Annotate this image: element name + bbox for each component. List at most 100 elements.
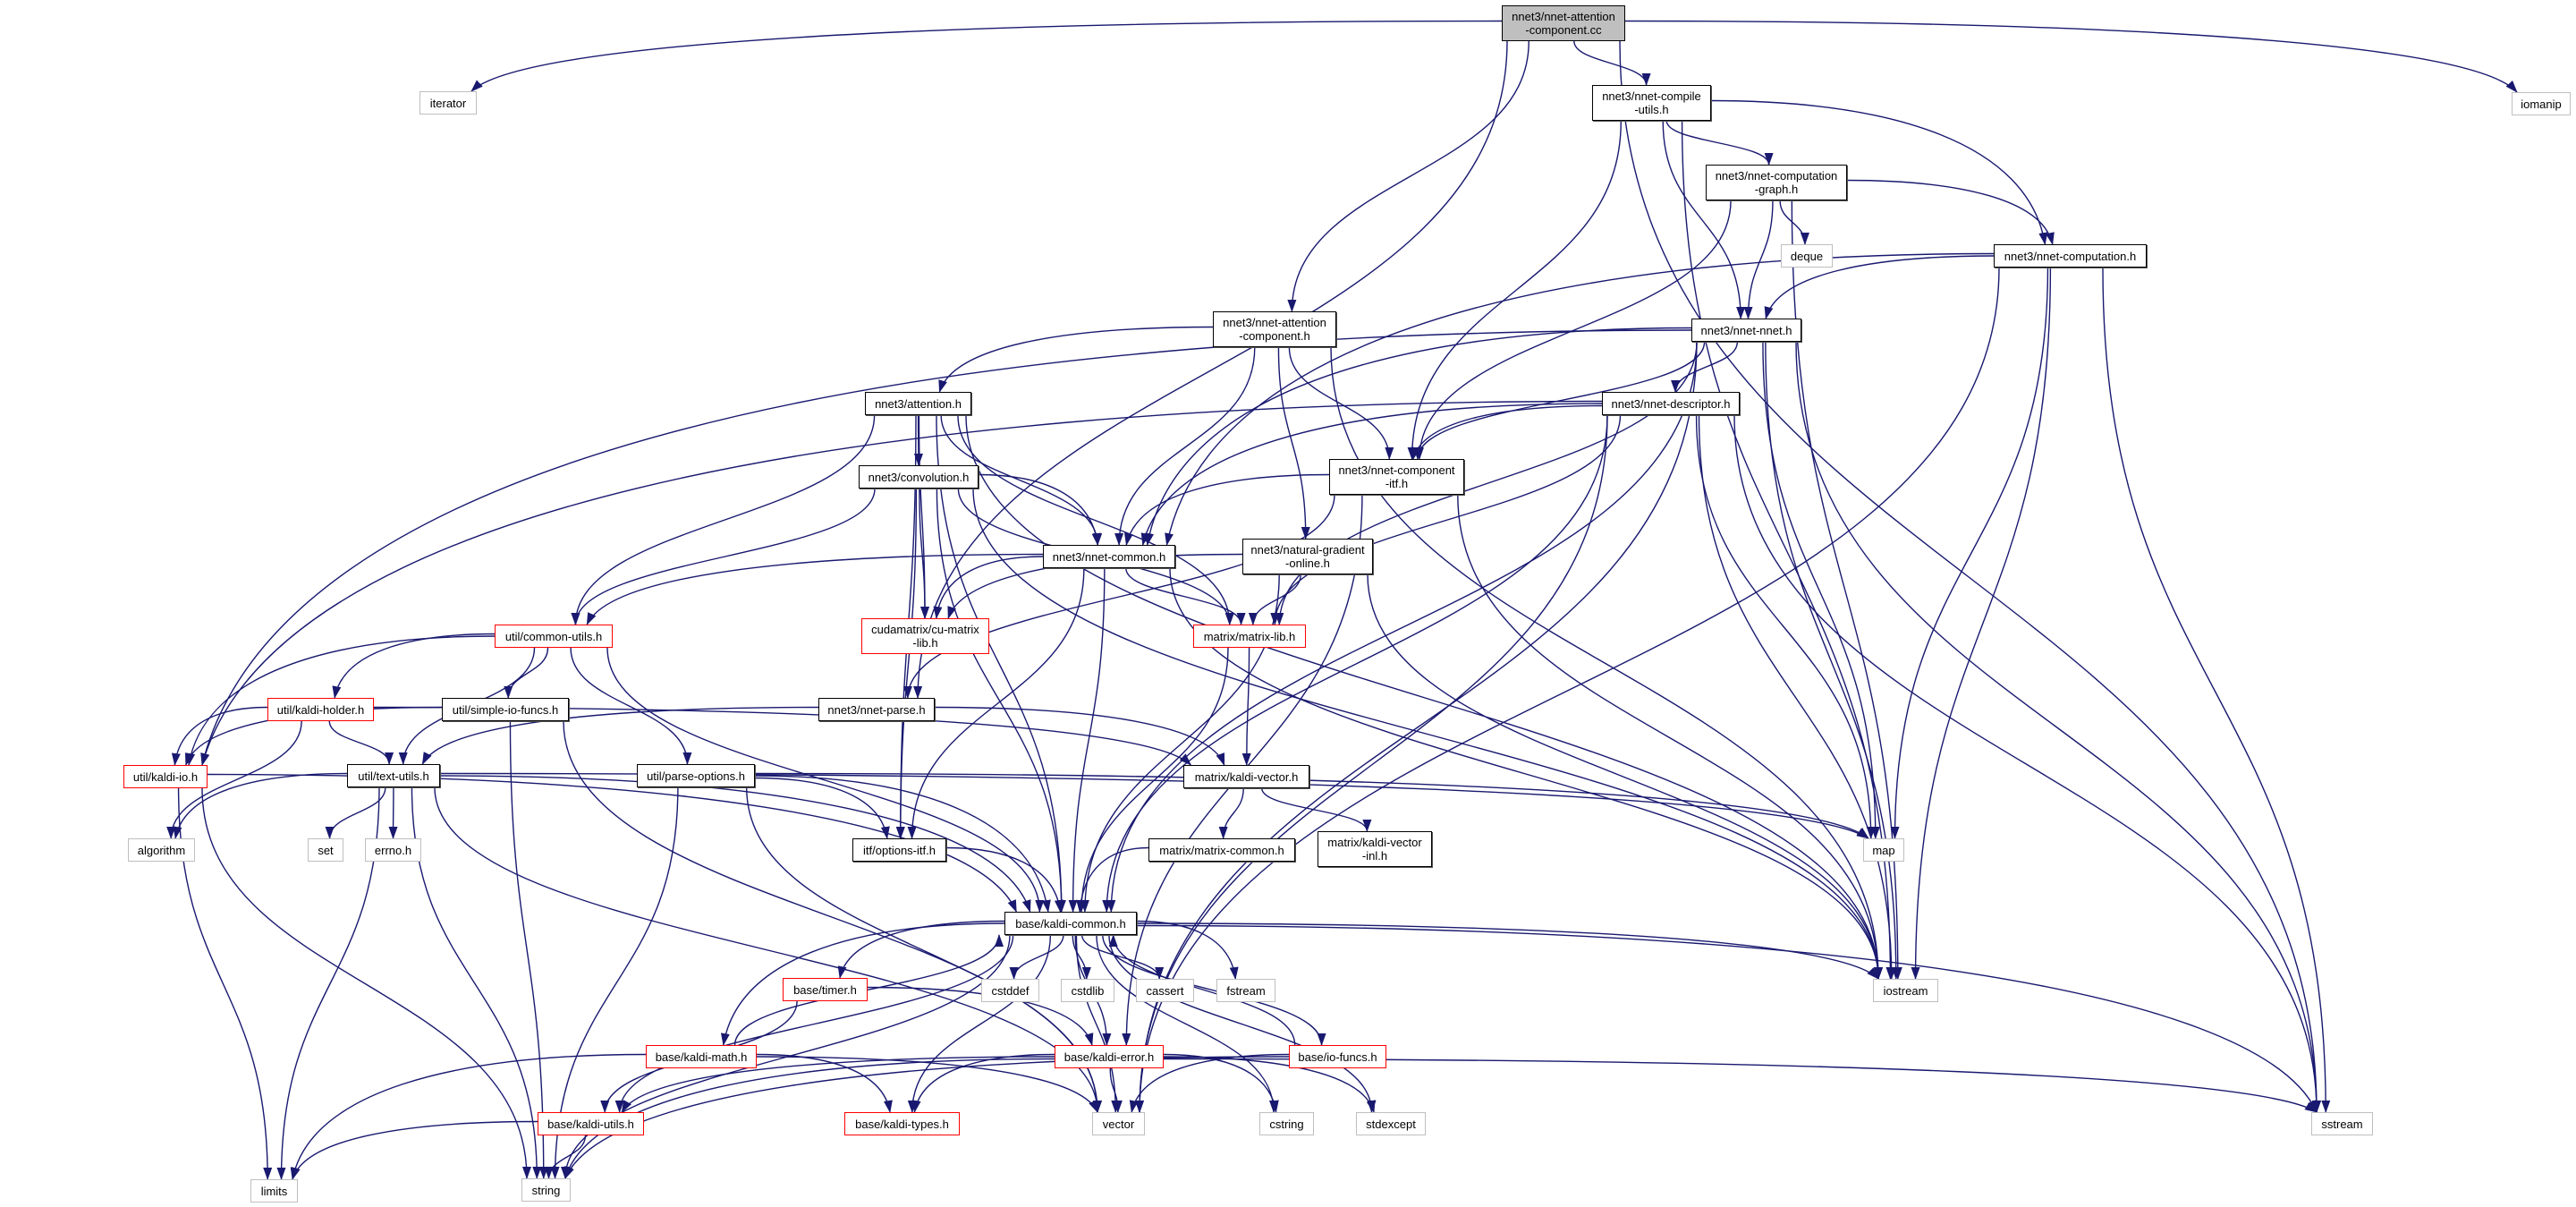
node-label: nnet3/nnet-nnet.h — [1700, 323, 1792, 337]
node-kaldi-vector-inl-h[interactable]: matrix/kaldi-vector -inl.h — [1318, 831, 1432, 867]
node-stdexcept: stdexcept — [1356, 1112, 1426, 1135]
node-label: base/kaldi-common.h — [1015, 916, 1126, 931]
edge-text_utils-to-map — [439, 772, 1869, 839]
node-nnet-component-itf-h[interactable]: nnet3/nnet-component -itf.h — [1329, 459, 1464, 495]
node-nnet-compile-utils-h[interactable]: nnet3/nnet-compile -utils.h — [1592, 85, 1711, 121]
node-matrix-lib-h[interactable]: matrix/matrix-lib.h — [1193, 625, 1306, 648]
node-iomanip: iomanip — [2512, 92, 2571, 115]
edge-attention-to-nnet_common — [940, 414, 1103, 546]
node-kaldi-io-h[interactable]: util/kaldi-io.h — [123, 765, 208, 788]
edge-kaldi_common-to-iostream — [1136, 922, 1879, 980]
edge-kaldi_common-to-fstream — [1136, 920, 1239, 980]
node-cstring: cstring — [1259, 1112, 1314, 1135]
node-label: base/kaldi-utils.h — [547, 1117, 634, 1131]
edge-descriptor-to-component_itf — [1411, 404, 1603, 460]
node-label: base/kaldi-types.h — [855, 1117, 949, 1131]
node-cu-matrix-lib-h[interactable]: cudamatrix/cu-matrix -lib.h — [861, 618, 989, 654]
node-nnet-computation-graph-h[interactable]: nnet3/nnet-computation -graph.h — [1706, 165, 1847, 200]
edge-kaldi_vector-to-matrix_common — [1218, 787, 1244, 839]
node-kaldi-math-h[interactable]: base/kaldi-math.h — [646, 1045, 757, 1068]
node-options-itf-h[interactable]: itf/options-itf.h — [852, 838, 946, 862]
edge-descriptor-to-nnet_common — [1140, 403, 1603, 546]
node-label: stdexcept — [1366, 1117, 1416, 1131]
edge-nnet_common-to-matrix_lib — [1125, 567, 1246, 625]
edge-simple_io-to-kaldi_io — [184, 706, 443, 766]
edge-kaldi_holder-to-text_utils — [328, 720, 394, 765]
edge-attn_comp_h-to-component_itf — [1288, 346, 1394, 460]
edge-text_utils-to-algorithm — [173, 772, 348, 839]
edge-kaldi_error-to-sstream — [1163, 1058, 2318, 1113]
edge-text_utils-to-vector — [434, 786, 1102, 1113]
edge-parse_options-to-kaldi_common — [754, 775, 1051, 913]
node-label: cudamatrix/cu-matrix -lib.h — [871, 623, 979, 650]
edge-root-to-nnet_parse — [913, 40, 1508, 699]
node-label: limits — [260, 1184, 288, 1198]
node-kaldi-common-h[interactable]: base/kaldi-common.h — [1004, 912, 1137, 935]
node-kaldi-holder-h[interactable]: util/kaldi-holder.h — [267, 698, 374, 721]
node-nnet-descriptor-h[interactable]: nnet3/nnet-descriptor.h — [1602, 392, 1740, 415]
node-kaldi-utils-h[interactable]: base/kaldi-utils.h — [538, 1112, 644, 1135]
node-label: string — [531, 1183, 561, 1197]
node-kaldi-error-h[interactable]: base/kaldi-error.h — [1055, 1045, 1164, 1068]
node-label: util/simple-io-funcs.h — [452, 702, 559, 717]
edge-convolution-to-iostream — [972, 488, 1883, 980]
edge-root-to-iomanip — [1624, 20, 2518, 93]
edge-comp_graph-to-computation — [1846, 179, 2055, 245]
edge-nnet_nnet-to-vector — [1135, 341, 1698, 1113]
edge-kaldi_math-to-kaldi_types — [756, 1053, 893, 1113]
edge-kaldi_common-to-vector — [1075, 934, 1121, 1113]
edge-nnet_nnet-to-nnet_common — [1145, 327, 1692, 546]
node-kaldi-vector-h[interactable]: matrix/kaldi-vector.h — [1183, 765, 1309, 788]
edge-kaldi_common-to-cstring — [1096, 934, 1278, 1113]
node-iostream: iostream — [1873, 979, 1938, 1002]
node-nnet-computation-h[interactable]: nnet3/nnet-computation.h — [1994, 244, 2147, 268]
edge-descriptor-to-sstream — [1733, 414, 2321, 1113]
edge-nnet_parse-to-kaldi_vector — [934, 706, 1225, 766]
edge-descriptor-to-kaldi_common — [1102, 414, 1608, 913]
edge-common_utils-to-simple_io — [504, 647, 549, 699]
edge-compile_utils-to-iostream — [1681, 120, 1895, 980]
edge-kaldi_math-to-limits — [290, 1053, 647, 1180]
edge-convolution-to-nnet_common — [978, 473, 1101, 546]
node-parse-options-h[interactable]: util/parse-options.h — [637, 764, 755, 787]
edge-kaldi_error-to-kaldi_utils — [621, 1056, 1055, 1113]
edge-parse_options-to-map — [754, 772, 1869, 839]
node-convolution-h[interactable]: nnet3/convolution.h — [859, 465, 979, 489]
node-natural-gradient-online-h[interactable]: nnet3/natural-gradient -online.h — [1242, 539, 1373, 574]
node-label: util/text-utils.h — [358, 769, 429, 783]
node-simple-io-funcs-h[interactable]: util/simple-io-funcs.h — [442, 698, 569, 721]
edge-options_itf-to-kaldi_common — [945, 846, 1063, 913]
node-nnet-common-h[interactable]: nnet3/nnet-common.h — [1043, 545, 1175, 568]
node-algorithm: algorithm — [128, 838, 195, 862]
edge-natural_gradient-to-matrix_lib — [1248, 574, 1301, 625]
node-attention-h[interactable]: nnet3/attention.h — [865, 392, 971, 415]
node-nnet-nnet-h[interactable]: nnet3/nnet-nnet.h — [1691, 319, 1801, 342]
node-matrix-common-h[interactable]: matrix/matrix-common.h — [1148, 838, 1295, 862]
edge-convolution-to-cu_matrix_lib — [919, 488, 930, 619]
node-common-utils-h[interactable]: util/common-utils.h — [495, 625, 613, 648]
node-label: algorithm — [137, 843, 186, 857]
node-label: cstring — [1269, 1117, 1304, 1131]
edge-text_utils-to-string — [411, 786, 542, 1179]
edge-kaldi_error-to-vector — [1109, 1067, 1123, 1113]
edge-simple_io-to-string — [509, 720, 548, 1179]
edge-kaldi_holder-to-kaldi_io — [171, 706, 268, 766]
edge-descriptor-to-vector — [1135, 414, 1608, 1113]
edge-comp_graph-to-nnet_nnet — [1743, 200, 1774, 319]
node-kaldi-types-h[interactable]: base/kaldi-types.h — [844, 1112, 960, 1135]
node-nnet-parse-h[interactable]: nnet3/nnet-parse.h — [818, 698, 935, 721]
node-label: map — [1872, 843, 1895, 857]
node-label: cstddef — [991, 983, 1030, 998]
node-nnet-attention-component-h[interactable]: nnet3/nnet-attention -component.h — [1213, 311, 1336, 347]
edge-matrix_lib-to-kaldi_common — [1077, 647, 1229, 913]
edge-computation-to-nnet_nnet — [1764, 255, 1995, 319]
edge-attn_comp_h-to-natural_gradient — [1277, 346, 1310, 540]
node-fstream: fstream — [1216, 979, 1275, 1002]
node-text-utils-h[interactable]: util/text-utils.h — [347, 764, 440, 787]
edge-attention-to-common_utils — [571, 414, 876, 625]
node-io-funcs-h[interactable]: base/io-funcs.h — [1289, 1045, 1386, 1068]
node-timer-h[interactable]: base/timer.h — [783, 978, 868, 1001]
edge-computation-to-iostream — [1911, 267, 2052, 980]
node-label: nnet3/convolution.h — [868, 470, 970, 484]
